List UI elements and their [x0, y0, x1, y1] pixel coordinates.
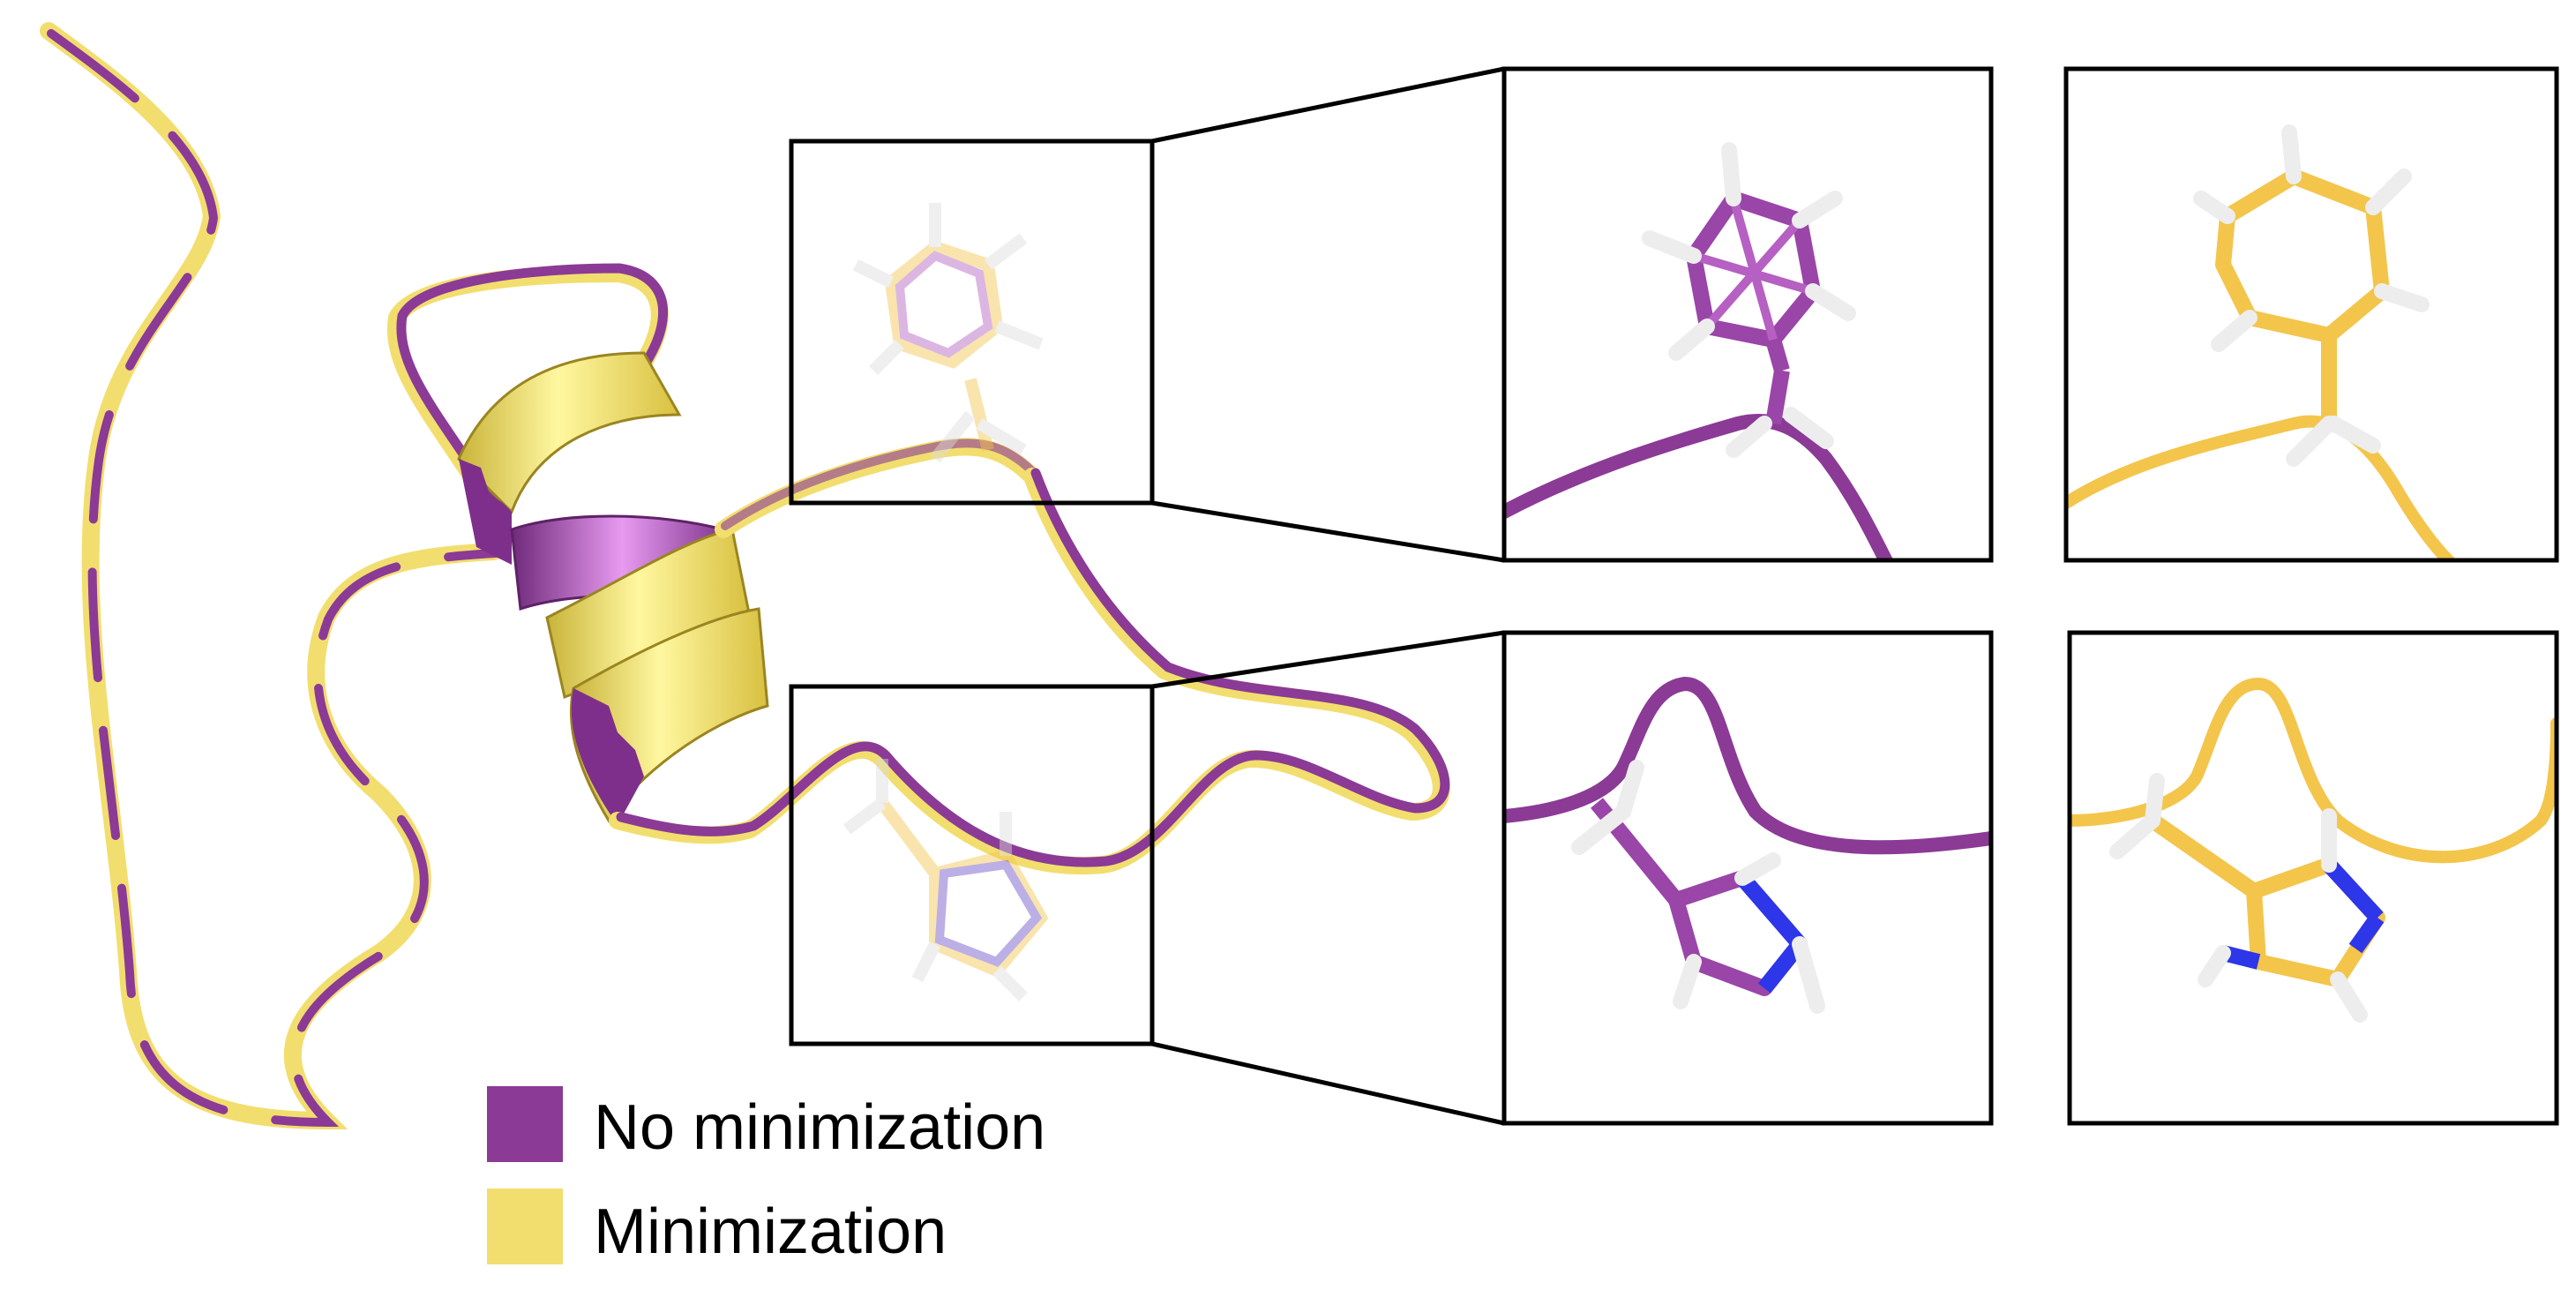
zoom-source-box-bottom — [789, 684, 1155, 1046]
zoom-panel-his-no-minimization — [1501, 630, 1994, 1126]
protein-backbone-cartoon — [40, 22, 1450, 1130]
panel-his-minimization — [2070, 677, 2557, 987]
panel-phe-minimization — [2066, 169, 2457, 560]
legend-label-no-minimization: No minimization — [594, 1092, 1045, 1163]
helix-ribbon-4-purple-face — [571, 688, 644, 825]
panel-phe-min-hydrogens — [2193, 124, 2430, 467]
panel-his-no-minimization — [1504, 676, 1991, 996]
his-sidechain-faded — [842, 759, 1049, 1001]
zoom-connector-lines — [1151, 66, 1505, 1126]
helix-ribbon-1-purple-face — [459, 459, 512, 565]
panel-his-no-min-hydrogens — [1571, 760, 1825, 1014]
zoom-panel-phe-minimization — [2063, 66, 2559, 563]
backbone-loop-left-purple — [47, 29, 500, 1128]
panel-his-min-hydrogens — [2109, 773, 2368, 1023]
helix-ribbon-1 — [457, 351, 682, 514]
zoom-panel-phe-no-minimization — [1501, 66, 1994, 563]
legend-swatch-no-minimization — [487, 1086, 563, 1162]
legend: No minimization Minimization — [487, 1086, 1045, 1267]
zoom-panel-his-minimization — [2067, 630, 2559, 1126]
backbone-upper-strand-purple — [721, 439, 1038, 530]
panel-phe-no-min-hydrogens — [1642, 142, 1856, 458]
backbone-diagonal-purple — [616, 468, 1450, 867]
legend-swatch-minimization — [487, 1189, 563, 1264]
phe-sidechain-faded — [852, 203, 1044, 463]
legend-label-minimization: Minimization — [594, 1196, 947, 1267]
backbone-loop-left-yellow — [40, 22, 503, 1130]
zoom-source-box-top — [789, 139, 1155, 506]
backbone-hairpin-purple — [396, 263, 668, 512]
